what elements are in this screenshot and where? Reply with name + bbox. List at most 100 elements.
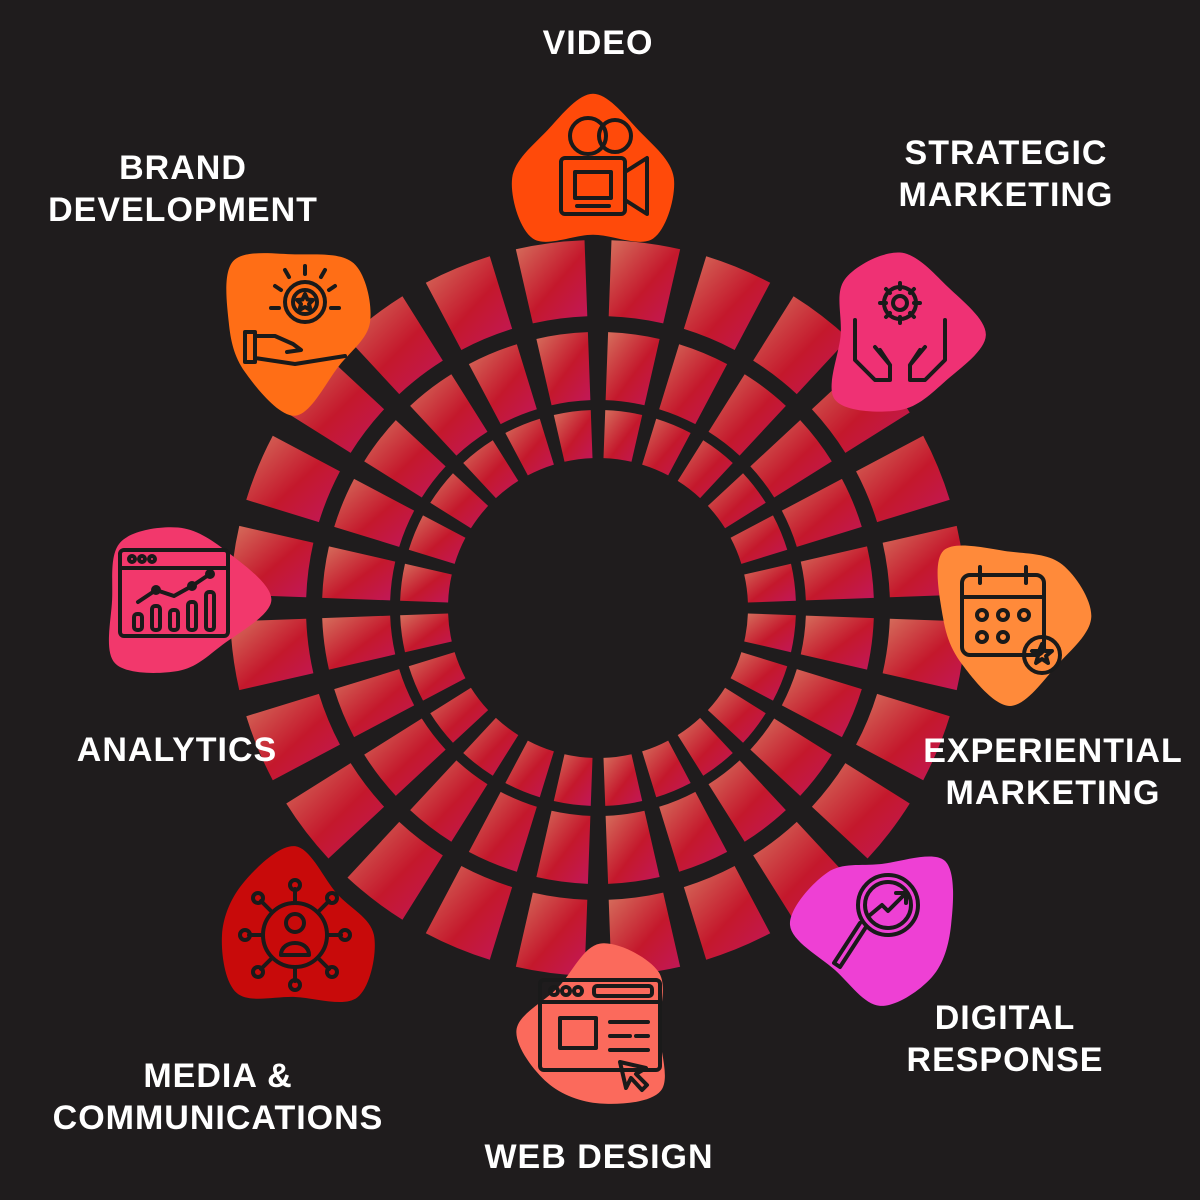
gear-hands-icon-part [908,318,947,382]
label-brand-line-1: BRAND [119,149,247,187]
ring-segment [603,754,643,806]
ring-segment [553,410,593,462]
ring-segment [708,374,786,456]
label-experiential-line-1: EXPERIENTIAL [923,732,1183,770]
calendar-star-icon-part [960,565,1046,599]
ring-segment [334,478,415,547]
ring-segment [750,420,832,498]
icon-blobs [108,93,1092,1104]
ring-segment [410,374,488,456]
ring-segment [659,791,728,872]
calendar-star-icon-part [1017,608,1031,622]
network-person-icon-part [284,912,306,934]
ring-segment [744,563,796,603]
ring-segment [322,546,396,601]
ring-segment [410,760,488,842]
magnifier-trend-icon-part [868,891,908,917]
browser-cursor-icon-part [560,985,572,997]
label-experiential-marketing: EXPERIENTIAL MARKETING [923,730,1182,814]
gear-hands-icon [853,281,947,382]
ring-segment [553,754,593,806]
label-video-line: VIDEO [542,24,654,62]
label-analytics: ANALYTICS [77,729,277,771]
label-video: VIDEO [543,22,654,64]
hand-star-badge-icon-part [283,280,327,324]
ring-segment [800,615,874,670]
calendar-star-icon-part [1030,642,1054,665]
browser-cursor-icon-part [608,1020,650,1052]
label-analytics-line: ANALYTICS [76,731,278,769]
dashboard-chart-icon-part [137,554,147,564]
calendar-star-icon-part [1022,635,1062,675]
video-camera-icon-part [623,156,649,216]
ring-segment [642,418,691,476]
ring-segment [707,687,766,743]
label-strategic-marketing: STRATEGIC MARKETING [899,132,1114,216]
gear-hands-icon-part [891,294,909,312]
magnifier-trend-icon [832,873,920,969]
label-brand-development: BRAND DEVELOPMENT [48,147,318,231]
hand-star-badge-icon-part [243,330,347,366]
hand-star-badge-icon [243,264,347,366]
browser-cursor-icon-part [572,985,584,997]
ring-segment [683,866,771,960]
ring-segment [603,410,643,462]
ring-segment [400,613,452,653]
label-brand-line-2: DEVELOPMENT [48,191,318,229]
ring-segment [505,740,554,798]
ring-segment [659,344,728,425]
ring-segment [515,892,588,976]
dashboard-chart-icon-part [127,554,137,564]
ring-segment [322,615,396,670]
ring-segment [364,718,446,796]
label-strategic-line-1: STRATEGIC [904,134,1108,172]
ring-segment [677,717,733,776]
ring-segment [605,810,660,884]
video-camera-icon-part [568,116,608,156]
ring-segment [800,546,874,601]
blob-brand-development [226,253,371,416]
magnifier-trend-icon-part [832,921,868,969]
ring-segment [536,332,591,406]
video-camera-icon-part [559,156,627,216]
ring-segment [505,418,554,476]
network-person-icon-part [338,928,352,942]
hand-star-badge-icon-part [291,288,319,316]
browser-cursor-icon [538,978,662,1092]
network-person-icon-part [325,965,339,979]
ring-segment [605,332,660,406]
segmented-ring [230,240,966,976]
video-camera-icon-part [573,170,613,200]
label-experiential-line-2: MARKETING [945,774,1161,812]
calendar-star-icon-part [975,630,989,644]
ring-segment [468,791,537,872]
magnifier-trend-icon-part [856,873,920,937]
dashboard-chart-icon-part [151,585,161,595]
calendar-star-icon-part [996,608,1010,622]
ring-segment [708,760,786,842]
browser-cursor-icon-part [592,984,654,998]
ring-segment [744,613,796,653]
network-person-icon-part [288,978,302,992]
dashboard-chart-icon-part [204,590,216,632]
ring-segment [347,821,443,920]
ring-segment [781,478,862,547]
ring-segment [730,515,788,564]
ring-segment [463,440,519,499]
dashboard-chart-icon-part [150,604,162,632]
ring-segment [683,256,771,350]
ring-segment [246,693,340,781]
label-web-line: WEB DESIGN [484,1138,714,1176]
browser-cursor-icon-part [538,978,662,1072]
ring-segment [536,810,591,884]
calendar-star-icon-part [975,608,989,622]
dashboard-chart-icon-part [168,608,180,632]
dashboard-chart-icon-part [118,548,230,638]
dashboard-chart-icon-part [136,572,212,604]
gear-hands-icon-part [878,281,922,325]
calendar-star-icon [960,565,1062,675]
ring-segment [608,240,681,324]
ring-segment [286,763,385,859]
browser-cursor-icon-part [618,1060,649,1092]
